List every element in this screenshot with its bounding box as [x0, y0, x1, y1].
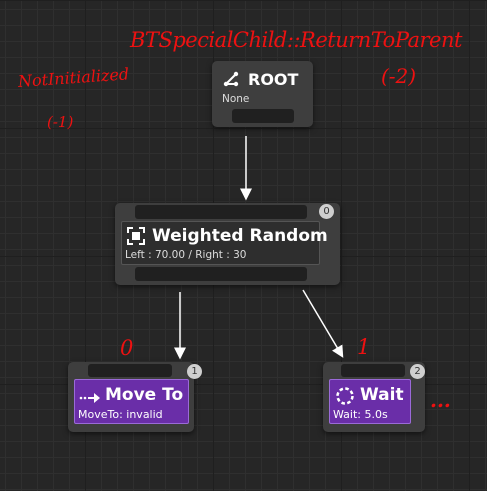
move-to-task-body [74, 379, 189, 424]
weighted-random-input-pin[interactable] [135, 205, 307, 219]
focus-frame-icon [127, 227, 145, 249]
weighted-random-output-pin[interactable] [135, 267, 307, 281]
annotation-return-to-parent-value: (-2) [381, 64, 417, 88]
wire-weighted-to-wait [302, 289, 344, 358]
move-to-subtitle: MoveTo: invalid [78, 408, 163, 421]
move-to-title: Move To [105, 385, 184, 405]
branch-icon [222, 70, 240, 92]
move-arrow-icon [79, 389, 101, 408]
wait-task-body [329, 379, 411, 424]
move-to-input-pin[interactable] [88, 364, 172, 377]
wait-input-pin[interactable] [341, 364, 405, 377]
execution-index-badge: 1 [187, 364, 202, 379]
move-to-node[interactable]: Move To MoveTo: invalid 1 [68, 362, 202, 432]
wait-subtitle: Wait: 5.0s [333, 408, 388, 421]
weighted-random-subtitle: Left : 70.00 / Right : 30 [125, 249, 247, 261]
execution-index-badge: 2 [410, 364, 425, 379]
weighted-random-title: Weighted Random [152, 226, 328, 246]
annotation-ellipsis: ... [430, 388, 451, 412]
root-node-output-pin[interactable] [232, 109, 294, 123]
annotation-right-branch-index: 1 [357, 335, 371, 359]
annotation-not-initialized-value: (-1) [47, 113, 74, 131]
weighted-random-body [121, 221, 320, 265]
weighted-random-node[interactable]: Weighted Random Left : 70.00 / Right : 3… [115, 203, 340, 285]
wait-node[interactable]: Wait Wait: 5.0s 2 [323, 362, 425, 432]
wait-title: Wait [360, 385, 404, 405]
wait-spinner-icon [335, 386, 355, 410]
root-node[interactable]: ROOT None [212, 61, 313, 127]
root-node-title: ROOT [248, 70, 299, 89]
root-node-subtitle: None [222, 93, 250, 105]
annotation-return-to-parent: BTSpecialChild::ReturnToParent [130, 28, 462, 52]
annotation-left-branch-index: 0 [120, 336, 134, 360]
execution-index-badge: 0 [319, 204, 334, 219]
